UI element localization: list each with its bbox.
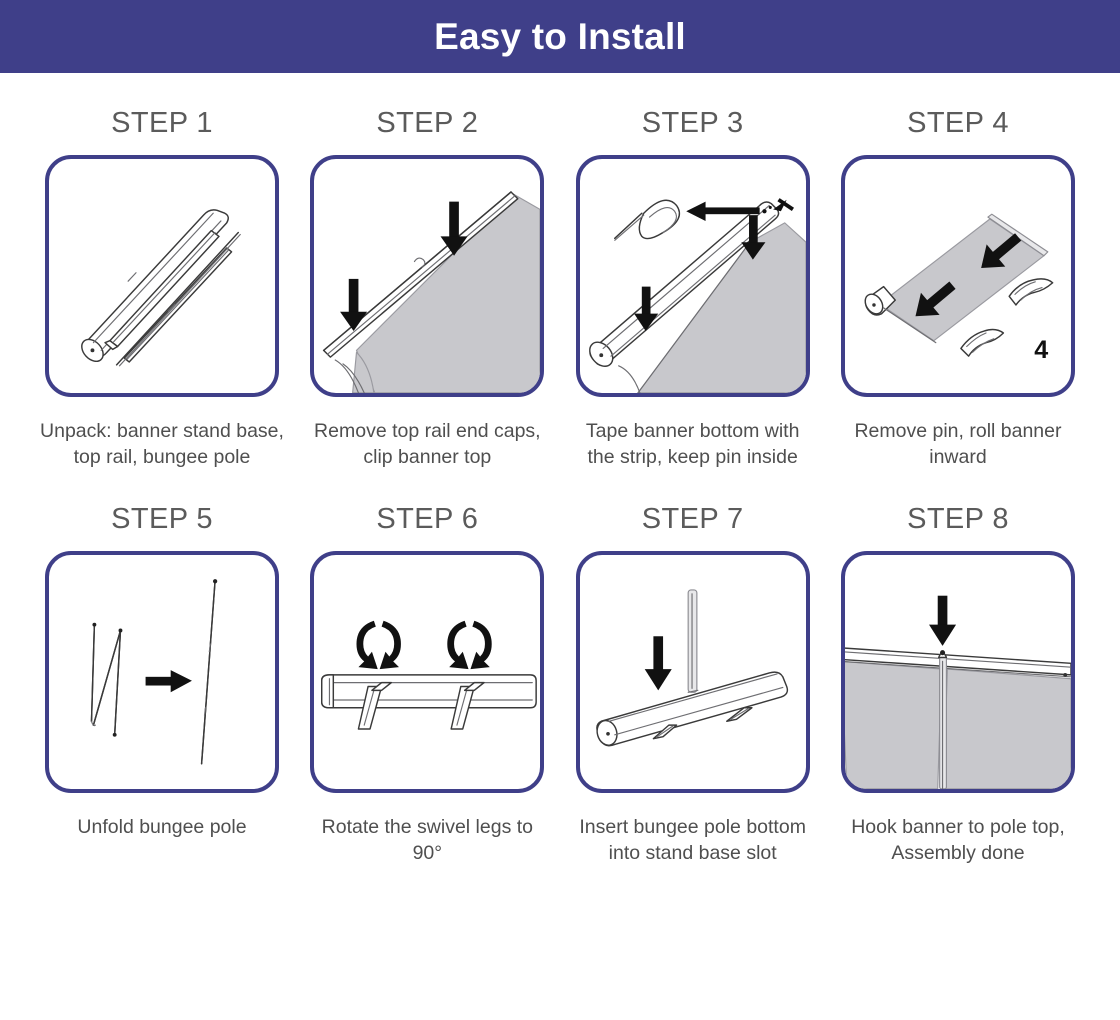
step-caption-6: Rotate the swivel legs to 90°: [321, 815, 533, 864]
step-card-6: [310, 550, 545, 793]
step-heading-5: STEP 5: [111, 502, 213, 535]
step-heading-7: STEP 7: [641, 502, 744, 535]
step-caption-3: Tape banner bottom with the strip, keep …: [585, 420, 800, 468]
illustration-unpack-parts: [81, 209, 241, 367]
down-arrow-icon: [644, 636, 672, 691]
step-card-4: 4: [840, 155, 1075, 397]
step-cell-5: STEP 5: [45, 502, 279, 841]
step-caption-7: Insert bungee pole bottom into stand bas…: [579, 815, 806, 864]
hand-outline: [960, 328, 1005, 357]
hand-outline: [1008, 278, 1054, 306]
illustration-rotate-swivel-legs: [321, 620, 538, 730]
step-heading-6: STEP 6: [376, 502, 479, 535]
illustration-tape-banner-bottom: [588, 198, 806, 393]
step-heading-1: STEP 1: [111, 107, 213, 139]
step-cell-4: STEP 4: [840, 107, 1075, 471]
down-arrow-icon: [340, 278, 368, 332]
rotate-arrow-icon: [447, 620, 493, 669]
rotate-arrow-icon: [356, 620, 402, 669]
step-cell-8: STEP 8: [840, 502, 1075, 867]
illustration-unfold-bungee-pole: [90, 578, 218, 765]
step-cell-2: STEP 2: [310, 107, 545, 471]
folded-pole: [90, 622, 123, 737]
illustration-insert-pole-into-base: [595, 589, 788, 747]
down-arrow-icon: [740, 215, 766, 260]
step-caption-2: Remove top rail end caps, clip banner to…: [314, 420, 541, 468]
step-cell-6: STEP 6: [310, 502, 545, 867]
roll-arrow-icon: [981, 233, 1022, 268]
step-heading-2: STEP 2: [376, 107, 479, 139]
steps-row-top: STEP 1: [40, 107, 1075, 471]
straight-pole: [200, 578, 218, 765]
step-heading-8: STEP 8: [907, 502, 1009, 535]
roll-arrow-icon: [915, 281, 956, 317]
header-band: Easy to Install: [0, 0, 1120, 73]
steps-grid: STEP 1: [0, 109, 1120, 867]
step-card-8: [840, 550, 1075, 793]
down-arrow-icon: [440, 201, 468, 256]
left-arrow-icon: [685, 201, 760, 221]
step-caption-1: Unpack: banner stand base, top rail, bun…: [40, 420, 284, 468]
step-card-1: [45, 155, 279, 397]
right-arrow-icon: [145, 669, 192, 693]
step-caption-5: Unfold bungee pole: [77, 815, 247, 838]
step-heading-3: STEP 3: [641, 107, 744, 139]
illustration-hook-banner-to-pole-top: [844, 595, 1071, 789]
step-cell-3: STEP 3: [575, 107, 810, 471]
bungee-pole: [687, 589, 698, 693]
step-corner-number: 4: [1034, 336, 1048, 364]
step-caption-8: Hook banner to pole top, Assembly done: [851, 815, 1065, 864]
step-cell-1: STEP 1: [40, 107, 284, 471]
step-card-5: [45, 550, 279, 793]
down-arrow-icon: [633, 286, 658, 332]
down-arrow-icon: [929, 595, 957, 646]
insert-arrow-icon: [762, 198, 794, 214]
steps-row-bottom: STEP 5: [45, 502, 1075, 867]
illustration-clip-banner-top: [323, 191, 541, 393]
step-cell-7: STEP 7: [575, 502, 810, 867]
pin-clip-shape: [613, 199, 680, 241]
step-caption-4: Remove pin, roll banner inward: [854, 420, 1062, 468]
step-card-7: [575, 550, 810, 793]
step-card-2: [310, 155, 545, 397]
page-title: Easy to Install: [434, 16, 686, 57]
illustration-roll-banner-inward: 4: [864, 213, 1054, 364]
step-card-3: [575, 155, 810, 397]
step-heading-4: STEP 4: [907, 107, 1009, 139]
